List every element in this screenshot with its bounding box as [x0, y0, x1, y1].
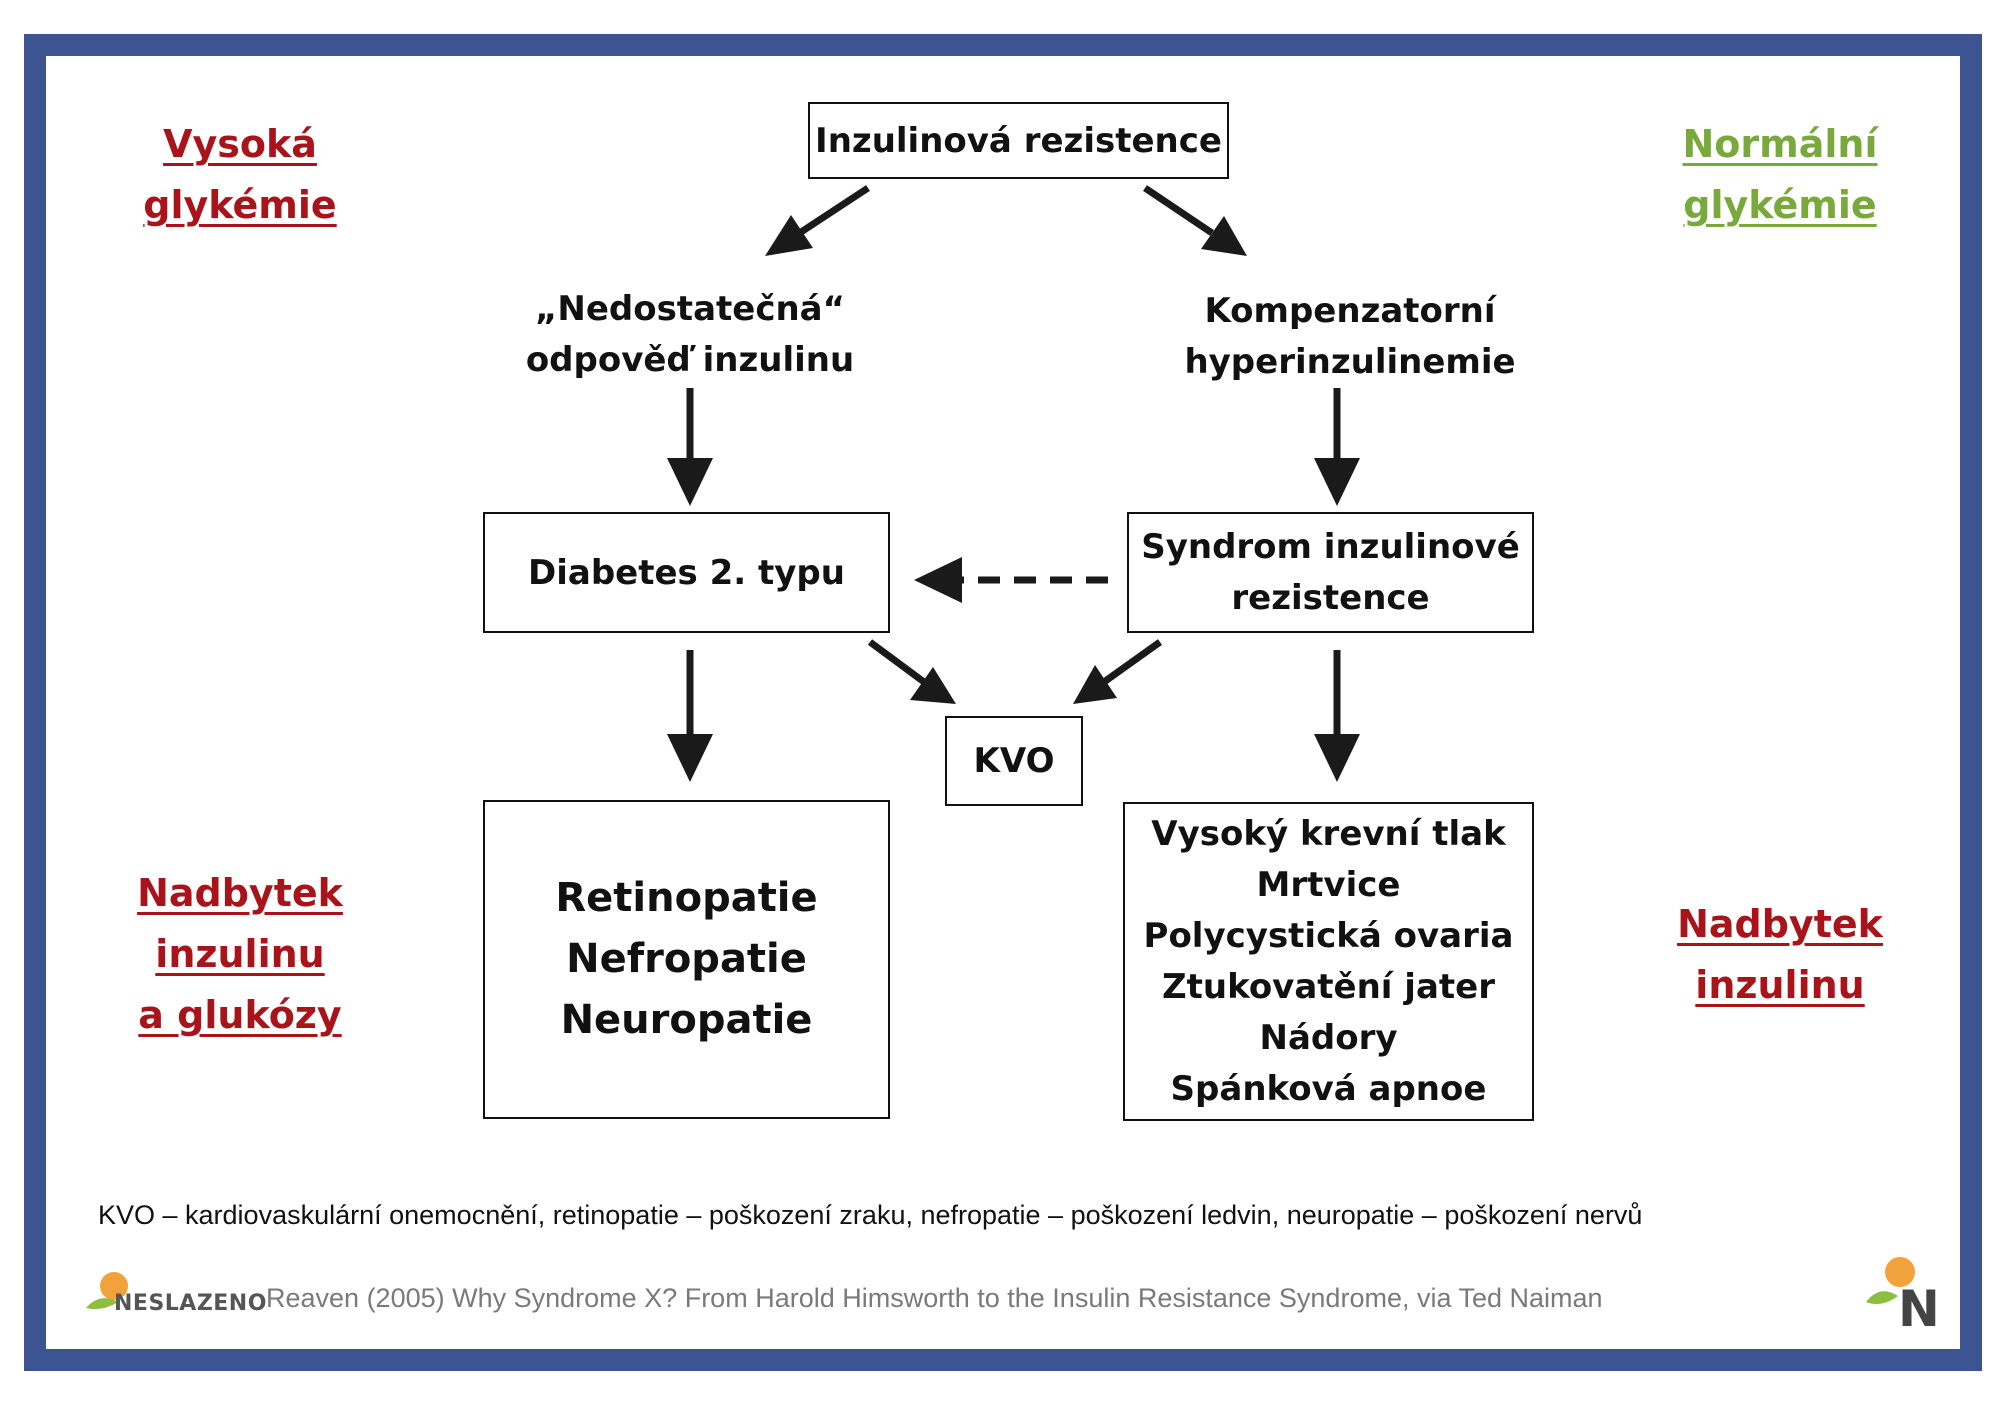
label-excess-insulin-glucose-line3: a glukózy [138, 993, 342, 1037]
label-normal-glycemia: Normální glykémie [1630, 114, 1930, 236]
node-insufficient-response-line1: „Nedostatečná“ [535, 289, 845, 329]
arrow-syndrome-to-kvo [1073, 639, 1163, 704]
node-diabetes-type2: Diabetes 2. typu [483, 512, 890, 633]
arrow-diabetes-to-complications [667, 650, 713, 782]
logo-right-letter: N [1898, 1280, 1940, 1330]
blue-frame [24, 34, 1982, 1371]
node-complications-right: Vysoký krevní tlak Mrtvice Polycystická … [1123, 802, 1534, 1121]
node-insulin-resistance-label: Inzulinová rezistence [815, 120, 1222, 161]
complication-polycystic-ovaries: Polycystická ovaria [1143, 915, 1514, 956]
arrow-syndrome-to-complications [1314, 650, 1360, 782]
label-normal-glycemia-line2: glykémie [1683, 183, 1877, 227]
node-compensatory-line2: hyperinzulinemie [1184, 342, 1516, 382]
label-excess-insulin-glucose-line2: inzulinu [155, 932, 325, 976]
label-excess-insulin-line2: inzulinu [1695, 963, 1865, 1007]
label-high-glycemia-line1: Vysoká [163, 122, 317, 166]
node-insulin-resistance-syndrome: Syndrom inzulinové rezistence [1127, 512, 1534, 633]
complication-fatty-liver: Ztukovatění jater [1162, 966, 1495, 1007]
node-kvo-label: KVO [973, 741, 1055, 781]
complication-high-blood-pressure: Vysoký krevní tlak [1151, 813, 1506, 854]
complication-tumors: Nádory [1259, 1017, 1398, 1058]
node-insulin-resistance: Inzulinová rezistence [808, 102, 1229, 179]
node-syndrome-line1: Syndrom inzulinové [1141, 526, 1520, 567]
logo-left-text: NESLAZENO [114, 1291, 267, 1316]
arrow-compensatory-to-syndrome [1314, 388, 1360, 506]
complication-sleep-apnea: Spánková apnoe [1170, 1068, 1487, 1109]
node-insufficient-response: „Nedostatečná“ odpověď inzulinu [480, 284, 900, 386]
arrow-ir-to-compensatory [1143, 185, 1247, 256]
footnote: KVO – kardiovaskulární onemocnění, retin… [98, 1200, 1643, 1230]
node-complications-left: Retinopatie Nefropatie Neuropatie [483, 800, 890, 1119]
label-high-glycemia-line2: glykémie [143, 183, 337, 227]
label-high-glycemia: Vysoká glykémie [100, 114, 380, 236]
arrow-syndrome-to-diabetes-dashed [914, 557, 1108, 603]
arrow-ir-to-insufficient [765, 185, 870, 256]
sun-leaf-n-icon: N [1866, 1257, 1940, 1338]
n-logo: N [1862, 1250, 1942, 1338]
complication-neuropathy: Neuropatie [560, 997, 813, 1043]
neslazeno-logo: NESLAZENO [84, 1268, 266, 1320]
node-insufficient-response-line2: odpověď inzulinu [525, 340, 855, 380]
label-excess-insulin-glucose-line1: Nadbytek [137, 871, 343, 915]
arrow-diabetes-to-kvo [867, 639, 956, 704]
node-diabetes-type2-label: Diabetes 2. typu [528, 552, 845, 593]
label-normal-glycemia-line1: Normální [1682, 122, 1878, 166]
label-excess-insulin-line1: Nadbytek [1677, 902, 1883, 946]
complication-nephropathy: Nefropatie [566, 936, 807, 982]
node-compensatory-hyperinsulinemia: Kompenzatorní hyperinzulinemie [1130, 286, 1570, 388]
citation: Reaven (2005) Why Syndrome X? From Harol… [266, 1283, 1603, 1313]
label-excess-insulin-glucose: Nadbytek inzulinu a glukózy [90, 863, 390, 1046]
node-compensatory-line1: Kompenzatorní [1204, 291, 1496, 331]
complication-stroke: Mrtvice [1256, 864, 1401, 905]
label-excess-insulin: Nadbytek inzulinu [1630, 894, 1930, 1016]
complication-retinopathy: Retinopatie [555, 875, 818, 921]
node-kvo: KVO [945, 716, 1083, 806]
node-syndrome-line2: rezistence [1231, 577, 1430, 618]
arrow-insufficient-to-diabetes [667, 388, 713, 506]
sun-leaf-icon [86, 1272, 128, 1310]
